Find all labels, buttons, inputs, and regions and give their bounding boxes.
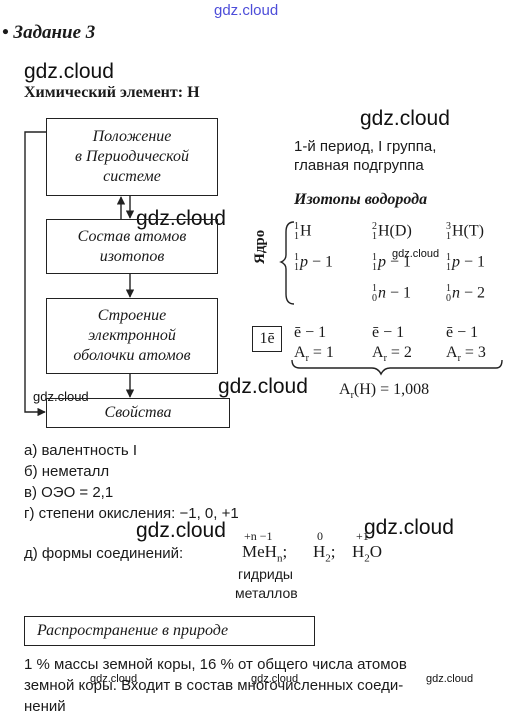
compound-formula: H2O bbox=[352, 542, 383, 565]
brace-nucleus bbox=[279, 221, 295, 305]
task-title: • Задание 3 bbox=[2, 22, 96, 43]
nature-text-line: нений bbox=[24, 698, 66, 715]
isotopes-title: Изотопы водорода bbox=[294, 191, 428, 208]
oxidation-state: +n −1 bbox=[244, 529, 273, 543]
watermark-small: gdz.cloud bbox=[426, 673, 474, 685]
brace-mass bbox=[291, 359, 503, 376]
watermark-top: gdz.cloud bbox=[214, 2, 279, 19]
compound-caption: гидриды bbox=[238, 566, 293, 582]
watermark: gdz.cloud bbox=[360, 107, 450, 130]
watermark: gdz.cloud bbox=[364, 516, 454, 539]
atomic-mass: Ar = 1 bbox=[294, 344, 334, 365]
compound-formula: MeHn; bbox=[242, 542, 288, 565]
element-heading: Химический элемент: Н bbox=[24, 84, 200, 101]
connector-left bbox=[24, 131, 46, 417]
watermark: gdz.cloud bbox=[24, 60, 114, 83]
position-text-line: главная подгруппа bbox=[294, 157, 424, 174]
compound-formula: H2; bbox=[313, 542, 336, 565]
electron-count: ē − 1 bbox=[372, 324, 405, 341]
compounds-label: д) формы соединений: bbox=[24, 545, 184, 562]
watermark-small: gdz.cloud bbox=[392, 248, 440, 260]
scheme-box-electron-shell: Строение электронной оболочки атомов bbox=[46, 298, 218, 374]
property-item: г) степени окисления: −1, 0, +1 bbox=[24, 505, 239, 522]
electron-badge: 1ē bbox=[252, 326, 282, 352]
electron-count: ē − 1 bbox=[294, 324, 327, 341]
nature-title-box: Распространение в природе bbox=[24, 616, 315, 646]
nature-text-line: земной коры. Входит в состав многочислен… bbox=[24, 677, 404, 694]
watermark-small: gdz.cloud bbox=[90, 673, 138, 685]
scheme-box-properties: Свойства bbox=[46, 398, 230, 428]
property-item: а) валентность I bbox=[24, 442, 138, 459]
position-text-line: 1-й период, I группа, bbox=[294, 138, 437, 155]
oxidation-state: +1 bbox=[356, 529, 369, 543]
watermark-small: gdz.cloud bbox=[251, 673, 299, 685]
nucleus-label: Ядро bbox=[252, 229, 268, 264]
atomic-mass: Ar = 2 bbox=[372, 344, 412, 365]
property-item: б) неметалл bbox=[24, 463, 110, 480]
compound-caption: металлов bbox=[235, 585, 298, 601]
average-atomic-mass: Ar(H) = 1,008 bbox=[339, 381, 430, 402]
watermark: gdz.cloud bbox=[136, 519, 226, 542]
scheme-box-position: Положение в Периодической системе bbox=[46, 118, 218, 196]
atomic-mass: Ar = 3 bbox=[446, 344, 486, 365]
property-item: в) ОЭО = 2,1 bbox=[24, 484, 114, 501]
oxidation-state: 0 bbox=[317, 529, 323, 543]
watermark: gdz.cloud bbox=[136, 207, 226, 230]
nature-text-line: 1 % массы земной коры, 16 % от общего чи… bbox=[24, 656, 407, 673]
watermark: gdz.cloud bbox=[218, 375, 308, 398]
scheme-box-isotopes: Состав атомов изотопов bbox=[46, 219, 218, 274]
electron-count: ē − 1 bbox=[446, 324, 479, 341]
